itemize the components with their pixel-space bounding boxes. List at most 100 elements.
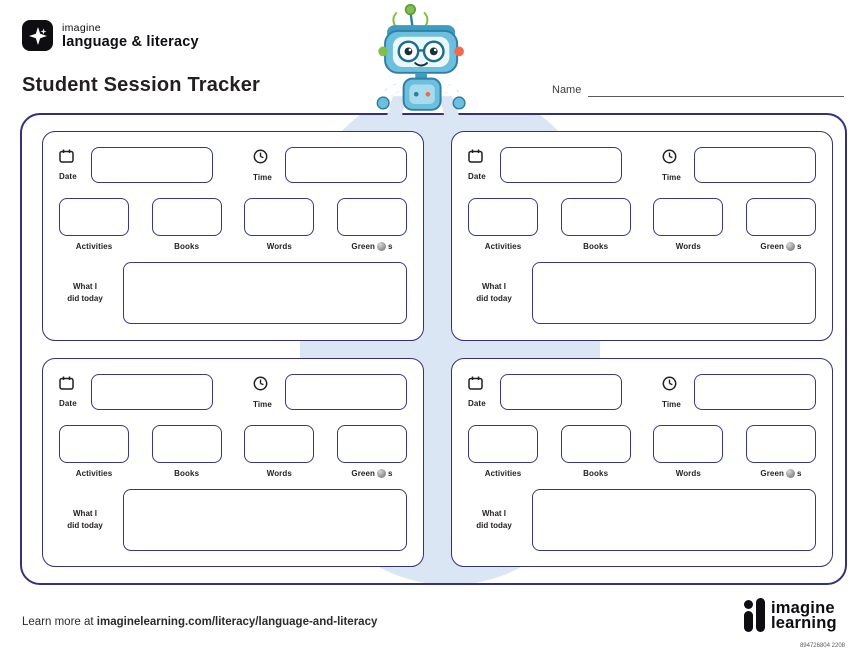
- brand-line2: language & literacy: [62, 33, 199, 50]
- what-i-did-label: What I did today: [468, 508, 520, 532]
- greens-label-prefix: Green: [351, 468, 375, 478]
- time-field[interactable]: [694, 147, 816, 183]
- greens-label-prefix: Green: [351, 242, 375, 251]
- green-token-icon: [786, 468, 795, 478]
- words-field[interactable]: [244, 198, 315, 236]
- green-token-icon: [377, 242, 386, 251]
- date-label: Date: [59, 398, 77, 408]
- date-time-row: Date Time: [468, 373, 816, 410]
- books-group: Books: [560, 424, 631, 478]
- calendar-icon: [468, 149, 483, 168]
- greens-label: Green s: [760, 242, 801, 251]
- activities-field[interactable]: [468, 424, 538, 463]
- learn-more-prefix: Learn more at: [22, 616, 97, 628]
- greens-field[interactable]: [745, 198, 816, 236]
- books-group: Books: [151, 198, 222, 251]
- session-card: Date Time Activities: [42, 131, 424, 341]
- calendar-icon: [59, 149, 74, 168]
- sparkle-icon: [22, 20, 53, 51]
- name-block: Name: [552, 84, 844, 97]
- what-i-did-row: What I did today: [468, 262, 816, 324]
- time-label: Time: [253, 399, 272, 409]
- greens-field[interactable]: [336, 424, 407, 463]
- date-label: Date: [468, 172, 486, 181]
- brand-line1: imagine: [62, 21, 101, 34]
- what-i-did-field[interactable]: [123, 488, 407, 551]
- greens-group: Green s: [745, 198, 816, 251]
- activities-group: Activities: [59, 198, 129, 251]
- time-field[interactable]: [694, 373, 816, 410]
- imagine-learning-logo: imagine learning: [744, 596, 837, 632]
- date-field[interactable]: [91, 373, 213, 410]
- footer-logo-line2: learning: [771, 614, 837, 633]
- activities-label: Activities: [484, 468, 522, 478]
- activities-field[interactable]: [59, 198, 129, 236]
- words-group: Words: [653, 424, 724, 478]
- activities-field[interactable]: [59, 424, 129, 463]
- what-i-did-field[interactable]: [532, 488, 816, 551]
- books-field[interactable]: [151, 424, 222, 463]
- date-field[interactable]: [91, 147, 213, 183]
- what-i-did-label-line1: What I: [482, 282, 506, 291]
- time-label: Time: [253, 173, 272, 182]
- what-i-did-row: What I did today: [468, 488, 816, 551]
- greens-field[interactable]: [336, 198, 407, 236]
- clock-icon: [253, 149, 268, 169]
- date-label-group: Date: [59, 147, 89, 181]
- what-i-did-row: What I did today: [59, 262, 407, 324]
- time-field[interactable]: [285, 373, 407, 410]
- brand-logo: imagine language & literacy: [22, 20, 199, 51]
- cards-grid: Date Time Activities: [22, 115, 845, 583]
- date-label: Date: [59, 172, 77, 181]
- tracker-board: Date Time Activities: [20, 113, 847, 585]
- what-i-did-label-line1: What I: [73, 508, 97, 518]
- what-i-did-label-line1: What I: [482, 508, 506, 518]
- date-time-row: Date Time: [59, 373, 407, 410]
- what-i-did-field[interactable]: [532, 262, 816, 324]
- what-i-did-row: What I did today: [59, 488, 407, 551]
- footer-logo-line1: imagine: [771, 598, 835, 617]
- what-i-did-field[interactable]: [123, 262, 407, 324]
- time-label-group: Time: [253, 147, 283, 182]
- greens-label-prefix: Green: [760, 242, 784, 251]
- time-label: Time: [662, 399, 681, 409]
- time-field[interactable]: [285, 147, 407, 183]
- clock-icon: [662, 376, 677, 396]
- words-group: Words: [653, 198, 724, 251]
- what-i-did-label: What I did today: [59, 508, 111, 532]
- books-field[interactable]: [560, 198, 631, 236]
- name-write-in-field[interactable]: [588, 84, 844, 97]
- books-label: Books: [174, 468, 200, 478]
- words-field[interactable]: [244, 424, 315, 463]
- activities-label: Activities: [75, 242, 113, 251]
- words-label: Words: [266, 468, 292, 478]
- date-field[interactable]: [500, 147, 622, 183]
- activities-label: Activities: [484, 242, 522, 251]
- words-field[interactable]: [653, 198, 724, 236]
- words-field[interactable]: [653, 424, 724, 463]
- greens-field[interactable]: [745, 424, 816, 463]
- activities-field[interactable]: [468, 198, 538, 236]
- books-field[interactable]: [560, 424, 631, 463]
- what-i-did-label-line2: did today: [476, 520, 512, 530]
- calendar-icon: [468, 376, 483, 395]
- activities-group: Activities: [468, 198, 538, 251]
- learn-more-text: Learn more at imaginelearning.com/litera…: [22, 616, 377, 628]
- learn-more-link[interactable]: imaginelearning.com/literacy/language-an…: [96, 616, 378, 628]
- page-title: Student Session Tracker: [22, 74, 261, 96]
- date-label: Date: [468, 398, 486, 408]
- books-field[interactable]: [151, 198, 222, 236]
- session-card: Date Time Activities: [451, 131, 833, 341]
- date-field[interactable]: [500, 373, 622, 410]
- session-card: Date Time Activities: [451, 357, 833, 567]
- what-i-did-label-line2: did today: [67, 294, 103, 303]
- time-label-group: Time: [662, 374, 692, 409]
- date-label-group: Date: [468, 147, 498, 181]
- greens-label-suffix: s: [797, 242, 802, 251]
- green-token-icon: [786, 242, 795, 251]
